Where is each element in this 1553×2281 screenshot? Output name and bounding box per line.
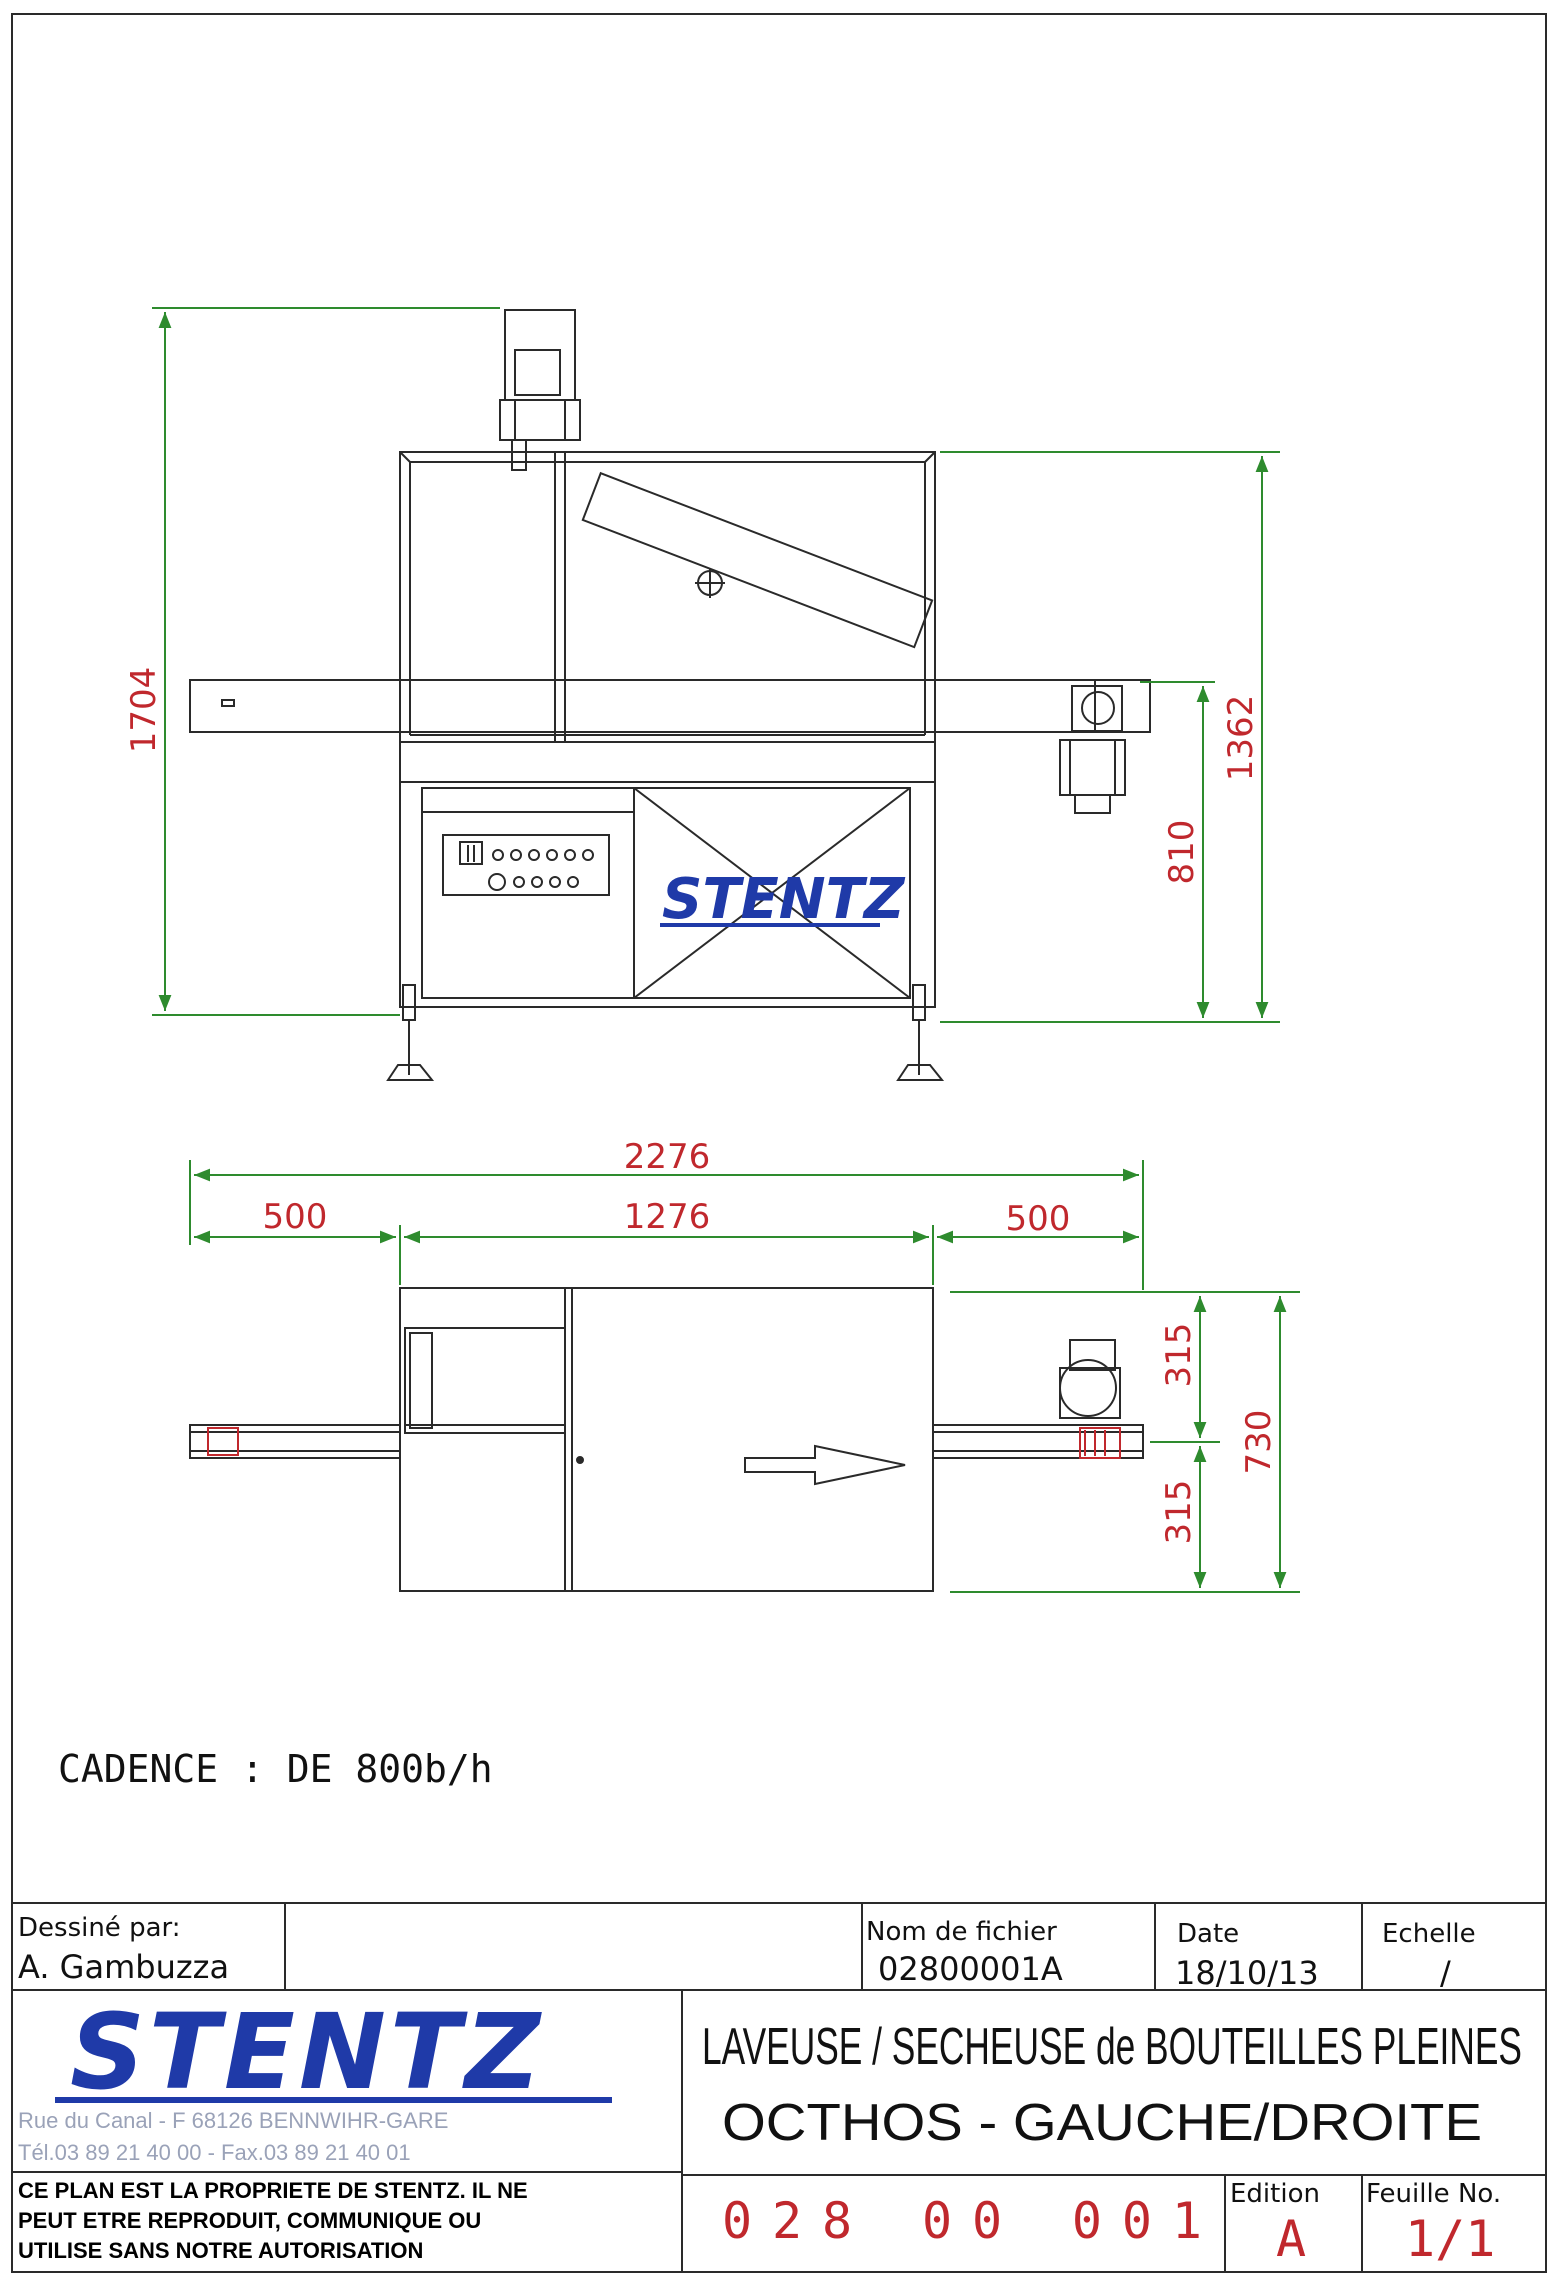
machine-frame-lower	[399, 741, 936, 783]
drawing-title-line-2: OCTHOS - GAUCHE/DROITE	[722, 2094, 1482, 2152]
date-value: 18/10/13	[1175, 1954, 1319, 1992]
front-view	[189, 309, 1151, 1081]
flow-direction-arrow	[744, 1444, 906, 1486]
dim-right-conveyor: 500	[1006, 1199, 1071, 1239]
edition-label: Edition	[1230, 2179, 1320, 2209]
scale-label: Echelle	[1382, 1919, 1476, 1949]
company-logo: STENTZ	[70, 1991, 544, 2113]
front-view-dimensions	[152, 307, 1280, 1023]
dim-left-conveyor: 500	[263, 1197, 328, 1237]
cadence-note: CADENCE : DE 800b/h	[58, 1747, 493, 1791]
address-line-2: Tél.03 89 21 40 00 - Fax.03 89 21 40 01	[18, 2140, 411, 2165]
drawn-by-value: A. Gambuzza	[18, 1948, 229, 1986]
dim-half-width-top: 315	[1159, 1323, 1199, 1388]
left-conveyor-top	[189, 1424, 401, 1459]
notice-line-2: PEUT ETRE REPRODUIT, COMMUNIQUE OU	[18, 2208, 481, 2233]
machine-top-outline	[399, 1287, 934, 1592]
date-label: Date	[1177, 1919, 1239, 1949]
dim-total-width: 730	[1239, 1410, 1279, 1475]
leg-right	[912, 984, 926, 1021]
top-view-dimensions	[189, 1160, 1300, 1593]
edition-value: A	[1276, 2210, 1306, 2268]
dim-frame-height: 1362	[1221, 695, 1261, 782]
conveyor-front	[189, 679, 1151, 733]
sheet-value: 1/1	[1405, 2210, 1495, 2268]
blower-tube	[581, 471, 934, 649]
right-conveyor-top	[932, 1424, 1144, 1459]
filename-label: Nom de fichier	[866, 1917, 1057, 1947]
filename-value: 02800001A	[878, 1950, 1063, 1988]
conveyor-gear-motor	[1071, 685, 1123, 732]
dim-conveyor-height: 810	[1162, 820, 1202, 885]
scale-value: /	[1440, 1954, 1451, 1992]
notice-line-3: UTILISE SANS NOTRE AUTORISATION	[18, 2238, 423, 2263]
motor-top-view	[1069, 1339, 1116, 1371]
title-block	[11, 1902, 1547, 2273]
dim-total-length: 2276	[624, 1137, 711, 1177]
top-view	[189, 1287, 1144, 1592]
drawn-by-label: Dessiné par:	[18, 1913, 181, 1943]
notice-line-1: CE PLAN EST LA PROPRIETE DE STENTZ. IL N…	[18, 2178, 528, 2203]
leg-left	[402, 984, 416, 1021]
drawing-title-line-1: LAVEUSE / SECHEUSE de BOUTEILLES PLEINES	[702, 2018, 1522, 2076]
address-line-1: Rue du Canal - F 68126 BENNWIHR-GARE	[18, 2108, 448, 2133]
machine-frame-upper	[399, 451, 936, 743]
sheet-label: Feuille No.	[1366, 2179, 1501, 2209]
dim-total-height: 1704	[124, 667, 164, 754]
dim-half-width-bottom: 315	[1159, 1480, 1199, 1545]
machine-logo: STENTZ	[662, 867, 906, 932]
drawing-border	[11, 13, 1547, 2273]
dim-machine-length: 1276	[624, 1197, 711, 1237]
drawing-number: 028 00 001	[722, 2192, 1202, 2250]
control-panel	[442, 834, 610, 896]
